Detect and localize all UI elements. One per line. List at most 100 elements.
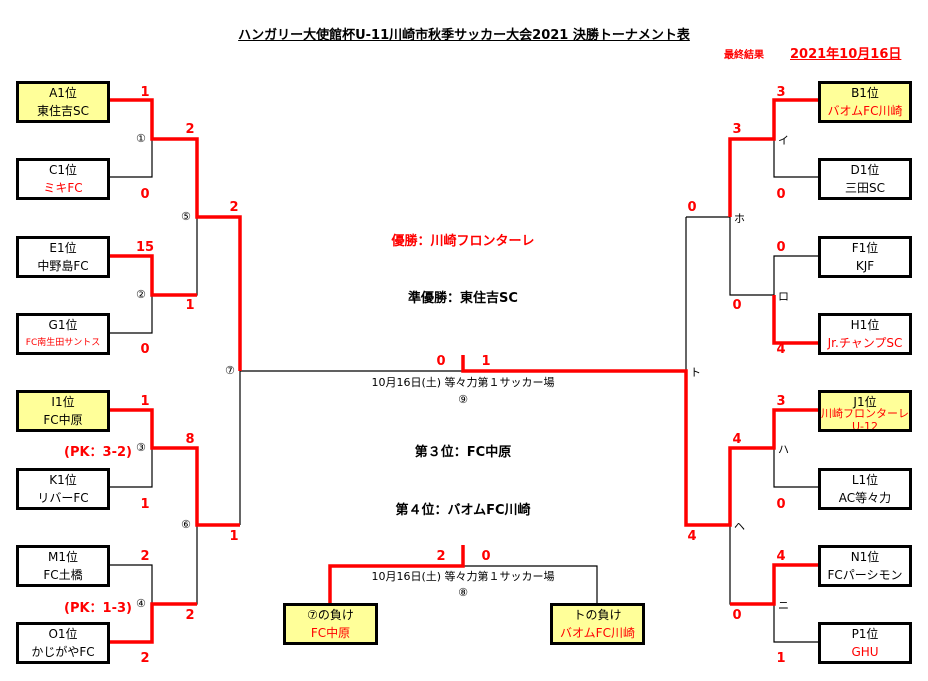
team-score: 3 (776, 85, 786, 100)
final-match-label: ⑨ (458, 393, 468, 406)
pk-score-3: (PK：3-2) (64, 445, 132, 460)
third-score-left: 2 (436, 549, 446, 564)
team-name: Jr.チャンプSC (827, 336, 903, 350)
left-team-box: E1位中野島FC (16, 236, 110, 278)
match-to-label: ト (690, 366, 701, 379)
team-name: 中野島FC (37, 259, 89, 273)
match-5-label: ⑤ (181, 210, 191, 223)
match-1-label: ① (136, 132, 146, 145)
score: 0 (732, 608, 742, 623)
third-place-result: 第３位：FC中原 (414, 445, 512, 460)
page-title: ハンガリー大使館杯U-11川崎市秋季サッカー大会2021 決勝トーナメント表 (238, 28, 690, 43)
team-score: 1 (140, 394, 150, 409)
final-score-left: 0 (436, 354, 446, 369)
team-name: KJF (855, 259, 875, 273)
right-team-box: P1位 GHU (818, 622, 912, 664)
left-team-box: G1位 FC南生田サントス (16, 313, 110, 355)
right-team-box: D1位三田SC (818, 158, 912, 200)
seed-label: D1位 (850, 163, 880, 177)
third-place-match-label: ⑧ (458, 586, 468, 599)
score: 2 (185, 608, 195, 623)
team-name: バオムFC川崎 (560, 626, 635, 640)
team-name: ミキFC (43, 181, 83, 195)
score: 4 (732, 432, 742, 447)
seed-label: K1位 (49, 473, 77, 487)
third-place-team-left: ⑦の負け FC中原 (283, 603, 378, 645)
team-score: 4 (776, 342, 786, 357)
seed-label: G1位 (48, 318, 78, 332)
slot-label: トの負け (573, 608, 622, 622)
team-name: 川崎フロンターレU-12 (821, 407, 909, 432)
team-name: FC中原 (310, 626, 351, 640)
seed-label: I1位 (51, 395, 75, 409)
seed-label: N1位 (850, 550, 880, 564)
left-team-box: I1位 FC中原 (16, 390, 110, 432)
right-team-box: J1位川崎フロンターレU-12 (818, 390, 912, 432)
score: 2 (229, 200, 239, 215)
team-score: 0 (776, 497, 786, 512)
match-3-label: ③ (136, 441, 146, 454)
score: 1 (185, 298, 195, 313)
team-name: FCパーシモン (827, 568, 903, 582)
score: 2 (185, 122, 195, 137)
team-score: 1 (776, 651, 786, 666)
score: 0 (732, 298, 742, 313)
team-name: FC中原 (43, 413, 83, 427)
pk-score-4: (PK：1-3) (64, 601, 132, 616)
team-name: バオムFC川崎 (827, 104, 903, 118)
champion: 優勝：川崎フロンターレ (391, 234, 535, 249)
team-score: 4 (776, 549, 786, 564)
match-4-label: ④ (136, 597, 146, 610)
team-score: 1 (140, 85, 150, 100)
left-team-box: M1位 FC土橋 (16, 545, 110, 587)
team-score: 0 (140, 342, 150, 357)
seed-label: B1位 (851, 86, 879, 100)
runner-up: 準優勝：東住吉SC (408, 291, 518, 306)
fourth-place-result: 第４位：バオムFC川崎 (395, 503, 531, 518)
seed-label: L1位 (851, 473, 879, 487)
team-score: 15 (135, 240, 155, 255)
score: 3 (732, 122, 742, 137)
final-venue: 10月16日(土) 等々力第１サッカー場 (371, 376, 555, 389)
right-team-box: N1位 FCパーシモン (818, 545, 912, 587)
team-score: 3 (776, 394, 786, 409)
seed-label: A1位 (49, 86, 77, 100)
third-score-right: 0 (481, 549, 491, 564)
seed-label: P1位 (851, 627, 879, 641)
score: 4 (687, 529, 697, 544)
third-place-venue: 10月16日(土) 等々力第１サッカー場 (371, 570, 555, 583)
match-i-label: イ (778, 134, 789, 147)
team-score: 0 (140, 187, 150, 202)
match-he-label: ヘ (734, 520, 745, 533)
match-7-label: ⑦ (225, 364, 235, 377)
slot-label: ⑦の負け (307, 608, 354, 622)
match-2-label: ② (136, 288, 146, 301)
right-team-box: F1位 KJF (818, 236, 912, 278)
team-name: AC等々力 (838, 491, 892, 505)
match-ro-label: ロ (778, 290, 789, 303)
right-team-box: B1位バオムFC川崎 (818, 81, 912, 123)
left-team-box: C1位ミキFC (16, 158, 110, 200)
seed-label: E1位 (49, 241, 77, 255)
score: 0 (687, 200, 697, 215)
team-name: FC南生田サントス (25, 338, 101, 348)
seed-label: J1位 (853, 395, 877, 409)
score: 8 (185, 432, 195, 447)
match-ha-label: ハ (778, 443, 789, 456)
match-ni-label: ニ (778, 599, 789, 612)
team-name: GHU (851, 645, 879, 659)
seed-label: M1位 (48, 550, 78, 564)
third-place-team-right: トの負け バオムFC川崎 (550, 603, 645, 645)
team-score: 2 (140, 549, 150, 564)
seed-label: C1位 (48, 163, 77, 177)
team-name: FC土橋 (43, 568, 83, 582)
team-score: 2 (140, 651, 150, 666)
team-name: リバーFC (37, 491, 89, 505)
seed-label: F1位 (851, 241, 879, 255)
result-date: 2021年10月16日 (790, 47, 902, 62)
seed-label: H1位 (850, 318, 880, 332)
team-name: 三田SC (845, 181, 885, 195)
team-score: 0 (776, 187, 786, 202)
